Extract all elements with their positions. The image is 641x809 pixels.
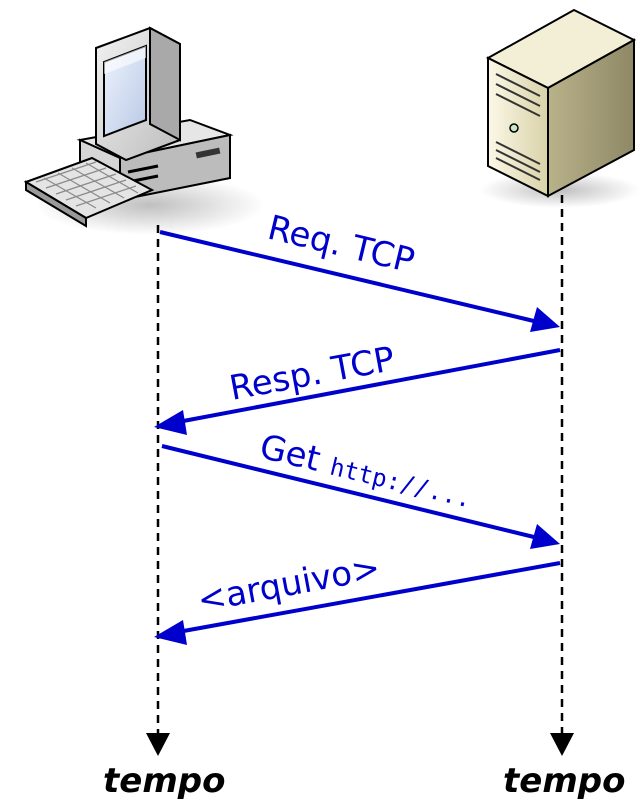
arrow-req-tcp: [159, 230, 560, 332]
server-timeline-arrowhead: [550, 733, 574, 756]
label-arquivo: <arquivo>: [194, 548, 383, 621]
arrow-arquivo: [154, 561, 561, 645]
client-timeline: [146, 225, 170, 756]
server-tower-icon: [480, 8, 640, 208]
client-timeline-arrowhead: [146, 733, 170, 756]
client-time-label: tempo: [103, 761, 225, 801]
label-req-tcp: Req. TCP: [264, 208, 418, 282]
server-timeline: [550, 195, 574, 756]
arrow-resp-tcp: [154, 348, 561, 435]
desktop-computer-icon: [23, 26, 265, 235]
label-get: Get http://...: [256, 427, 476, 517]
server-time-label: tempo: [503, 761, 625, 801]
arrow-get: [161, 444, 560, 549]
